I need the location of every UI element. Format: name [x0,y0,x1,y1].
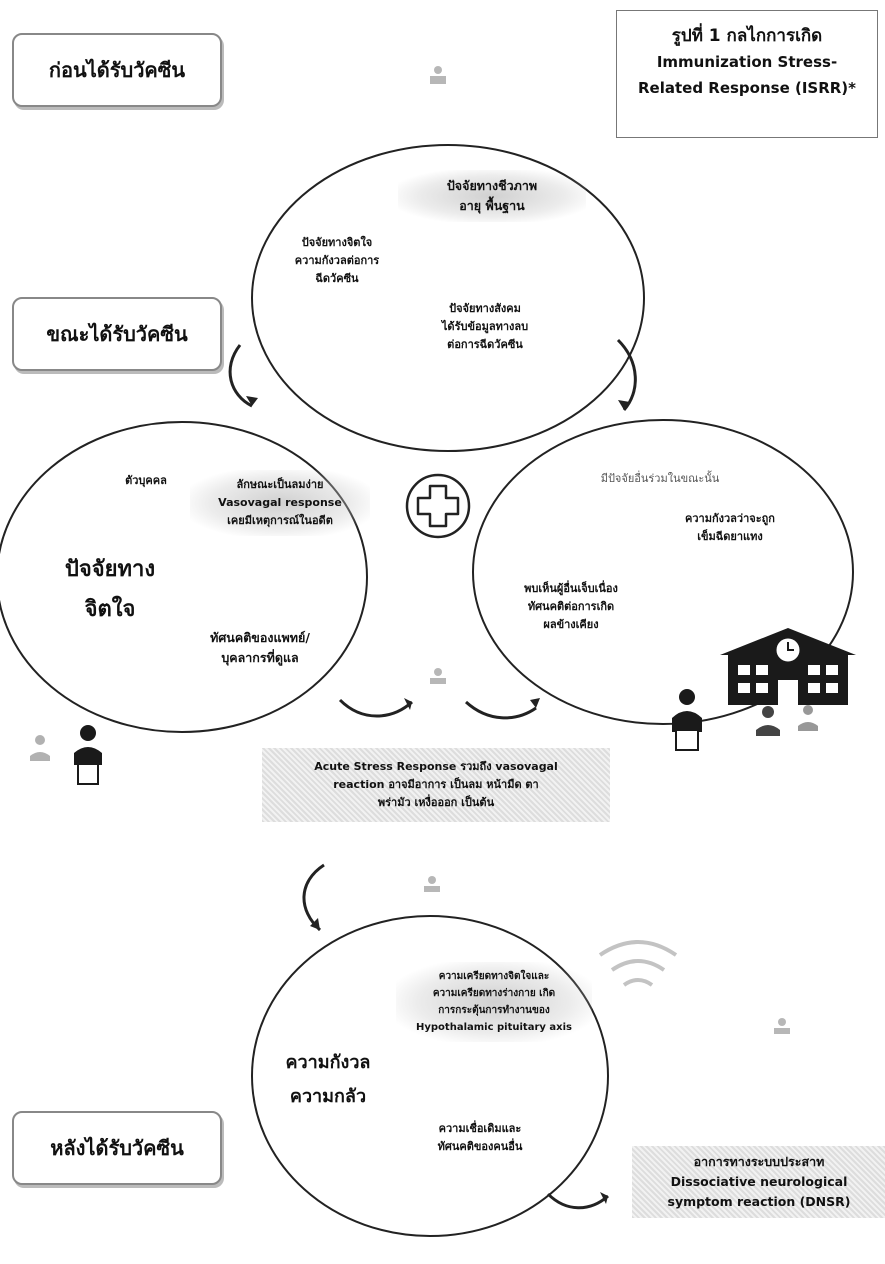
social-factor-line2: ต่อการฉีดวัคซีน [447,338,523,351]
psychological-main: ปัจจัยทาง จิตใจ [40,550,180,630]
person-icon-small-1 [756,706,780,736]
history-line1: ลักษณะเป็นลมง่าย [236,478,324,491]
medical-cross-icon [405,473,471,539]
anxiety-fear: ความกังวล ความกลัว [268,1046,388,1114]
faint-figure-icons [424,66,790,1034]
mechanism-line2: ความเครียดทางร่างกาย เกิด [432,988,556,999]
signal-icon [598,940,678,987]
fear-factor: ความกังวลว่าจะถูก เข็มฉีดยาแทง [650,510,810,546]
figure-title-line3: Related Response (ISRR)* [637,79,857,97]
arrow-top-to-right [616,338,637,411]
figure-title-line2: Immunization Stress- [656,53,838,71]
psychological-factor-line2: ฉีดวัคซีน [315,272,359,285]
dnsr-line3: symptom reaction (DNSR) [667,1194,851,1209]
mechanism-line3: การกระตุ้นการทำงานของ [438,1005,550,1016]
stage-after-box: หลังได้รับวัคซีน [12,1111,222,1185]
history-line2: Vasovagal response [218,496,342,509]
acute-line1: Acute Stress Response รวมถึง vasovagal [314,760,558,773]
stage-during-label: ขณะได้รับวัคซีน [46,322,188,346]
psychological-main-line1: ปัจจัยทาง [64,557,156,582]
psychological-factor-title: ปัจจัยทางจิตใจ [301,236,373,249]
person-icon-small-2 [798,705,818,731]
attitude-line2: บุคลากรที่ดูแล [221,650,299,665]
other-factors-label: มีปัจจัยอื่นร่วมในขณะนั้น [600,472,720,485]
arrow-right-to-acute [464,700,537,720]
witness-line1: พบเห็นผู้อื่นเจ็บเนื่อง [524,582,618,595]
arrow-top-to-left [228,344,253,408]
attitude-line1: ทัศนคติของแพทย์/ [210,630,310,645]
stage-before-box: ก่อนได้รับวัคซีน [12,33,222,107]
stage-after-label: หลังได้รับวัคซีน [50,1136,184,1160]
stress-mechanism: ความเครียดทางจิตใจและ ความเครียดทางร่างก… [396,962,592,1042]
acute-line3: พร่ามัว เหงื่อออก เป็นต้น [377,796,495,809]
acute-stress-response: Acute Stress Response รวมถึง vasovagal r… [262,748,610,822]
person-icon-faint-left [30,735,50,761]
biological-factor-title: ปัจจัยทางชีวภาพ [446,178,538,193]
witness-line3: ผลข้างเคียง [543,618,599,631]
stage-before-label: ก่อนได้รับวัคซีน [48,58,186,82]
biological-factor-detail: อายุ พื้นฐาน [459,198,525,213]
mechanism-line1: ความเครียดทางจิตใจและ [438,971,550,982]
arrow-bottom-to-dnsr [546,1192,609,1210]
beliefs-line1: ความเชื่อเดิมและ [438,1122,522,1135]
individual-label: ตัวบุคคล [125,474,167,487]
mechanism-line4: Hypothalamic pituitary axis [416,1022,572,1033]
witness-line2: ทัศนคติต่อการเกิด [527,600,615,613]
hospital-icon [720,628,856,705]
psychological-factor-line1: ความกังวลต่อการ [294,254,380,267]
fear-line2: เข็มฉีดยาแทง [697,530,763,543]
stage-during-box: ขณะได้รับวัคซีน [12,297,222,371]
history-line3: เคยมีเหตุการณ์ในอดีต [227,514,333,527]
psychological-factor: ปัจจัยทางจิตใจ ความกังวลต่อการ ฉีดวัคซีน [272,234,402,288]
patient-icon-left [74,725,102,785]
witness-factor: พบเห็นผู้อื่นเจ็บเนื่อง ทัศนคติต่อการเกิ… [496,580,646,634]
arrow-acute-to-bottom [302,863,325,932]
anxiety-line2: ความกลัว [289,1086,367,1107]
psychological-main-line2: จิตใจ [84,597,136,622]
dnsr-line2: Dissociative neurological [670,1174,848,1189]
figure-title-line1: รูปที่ 1 กลไกการเกิด [671,26,823,46]
fear-line1: ความกังวลว่าจะถูก [685,512,775,525]
history-factor: ลักษณะเป็นลมง่าย Vasovagal response เคยม… [190,470,370,536]
beliefs-line2: ทัศนคติของคนอื่น [437,1140,523,1153]
acute-line2: reaction อาจมีอาการ เป็นลม หน้ามืด ตา [333,778,539,791]
arrow-left-to-acute [338,698,414,718]
social-factor: ปัจจัยทางสังคม ได้รับข้อมูลทางลบ ต่อการฉ… [420,300,550,354]
social-factor-line1: ได้รับข้อมูลทางลบ [441,320,529,333]
attitude-factor: ทัศนคติของแพทย์/ บุคลากรที่ดูแล [180,628,340,668]
beliefs-factor: ความเชื่อเดิมและ ทัศนคติของคนอื่น [410,1120,550,1156]
social-factor-title: ปัจจัยทางสังคม [449,302,521,315]
patient-icon-right [672,689,702,751]
dnsr-reaction: อาการทางระบบประสาท Dissociative neurolog… [632,1146,885,1218]
figure-title-box: รูปที่ 1 กลไกการเกิด Immunization Stress… [616,10,878,138]
dnsr-line1: อาการทางระบบประสาท [693,1154,825,1169]
anxiety-line1: ความกังวล [285,1052,371,1073]
biological-factor: ปัจจัยทางชีวภาพ อายุ พื้นฐาน [398,170,586,222]
